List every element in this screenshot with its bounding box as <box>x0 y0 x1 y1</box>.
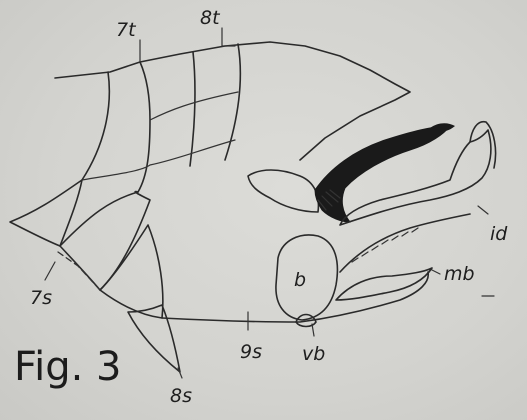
sternite-7-plate <box>10 180 82 246</box>
pointer-id <box>478 206 488 214</box>
tergite-suture-2 <box>138 62 150 192</box>
sternite-8-plate <box>100 225 163 318</box>
label-9s: 9s <box>240 341 262 363</box>
tergite-suture-3 <box>190 52 195 166</box>
pointer-vb <box>312 324 314 336</box>
label-mb: mb <box>444 263 475 285</box>
label-8t: 8t <box>200 7 221 29</box>
sternite-7-pointer <box>45 262 55 280</box>
lobe-b <box>276 235 337 320</box>
label-7s: 7s <box>30 287 52 309</box>
blade-mb-texture <box>352 228 418 262</box>
tergite-suture-1 <box>82 72 109 180</box>
figure-caption: Fig. 3 <box>14 344 121 390</box>
label-7t: 7t <box>116 19 137 41</box>
blade-mb <box>336 268 432 300</box>
process-id-tip <box>470 122 496 168</box>
pointer-8t <box>222 28 235 46</box>
upper-lobe <box>248 170 318 212</box>
pointer-mb <box>432 270 440 274</box>
label-id: id <box>490 223 508 245</box>
sternite-8-point <box>128 305 180 372</box>
label-8s: 8s <box>170 385 192 407</box>
sternite-7-dash <box>58 252 100 290</box>
label-vb: vb <box>302 343 325 365</box>
tergite-band-1 <box>82 140 235 180</box>
sternite-7-lower <box>60 192 150 290</box>
label-b: b <box>294 269 306 291</box>
sclerotized-hook <box>315 126 450 222</box>
